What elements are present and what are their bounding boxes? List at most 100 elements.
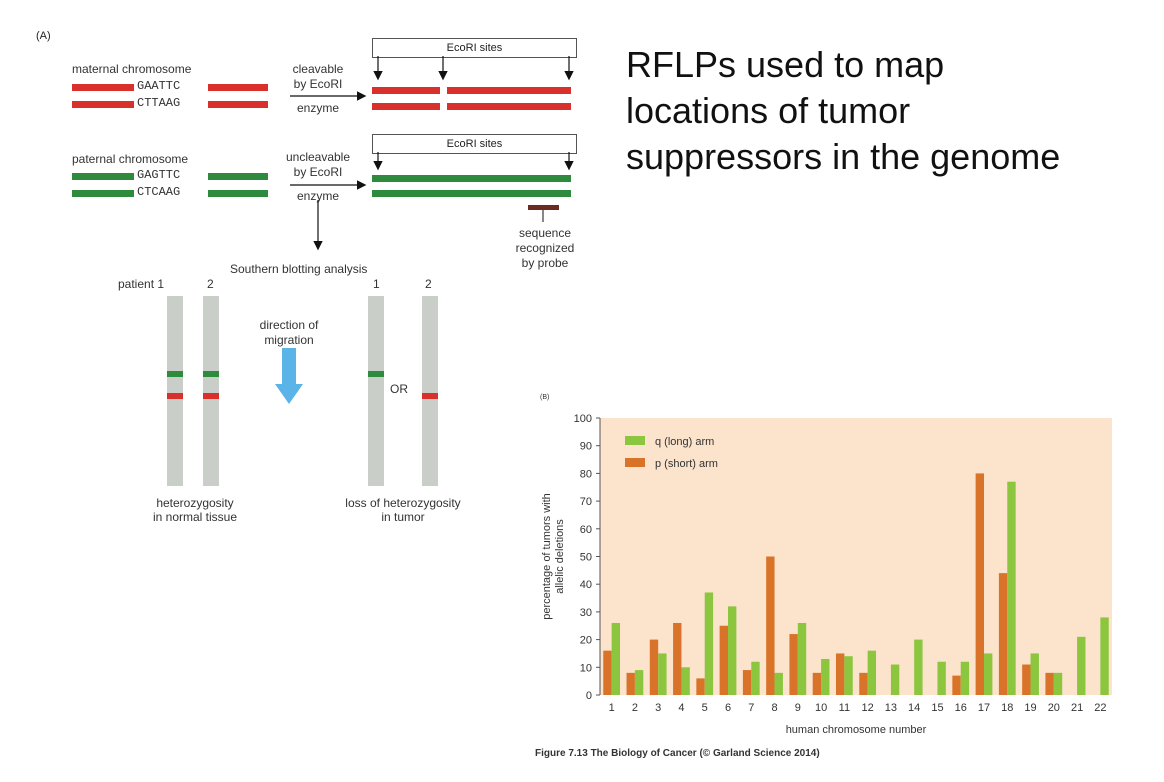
plot-background — [600, 418, 1112, 695]
bar-chr2-p-arm — [626, 672, 635, 695]
x-tick-label: 19 — [1024, 702, 1036, 714]
bar-chr1-q-arm — [611, 622, 621, 695]
bar-chr17-p-arm — [975, 473, 984, 695]
x-tick-label: 14 — [908, 702, 920, 714]
panel-b-label: (B) — [540, 394, 549, 401]
x-tick-label: 16 — [955, 702, 967, 714]
legend-swatch-0 — [625, 436, 645, 445]
paternal-enzyme-line2: by EcoRI — [293, 165, 343, 179]
figure-caption: Figure 7.13 The Biology of Cancer (© Gar… — [535, 748, 820, 759]
x-tick-label: 8 — [771, 702, 777, 714]
gel-lane-normal-1 — [167, 296, 183, 486]
bar-chr12-q-arm — [867, 650, 877, 695]
bar-chr22-q-arm — [1100, 617, 1109, 695]
bar-chr21-q-arm — [1077, 636, 1086, 695]
band-maternal-normal-2 — [203, 393, 219, 399]
ecori-sites-box-1: EcoRI sites — [372, 38, 577, 58]
bar-chr17-q-arm — [984, 653, 993, 695]
paternal-top-sequence: GAGTTC — [137, 168, 181, 182]
y-axis-label-line1: percentage of tumors with — [541, 493, 553, 620]
x-axis-label: human chromosome number — [786, 724, 927, 736]
y-tick-label: 60 — [580, 524, 592, 536]
gel-lane-tumor-2 — [422, 296, 438, 486]
x-tick-label: 1 — [609, 702, 615, 714]
x-tick-label: 5 — [702, 702, 708, 714]
y-tick-label: 100 — [574, 413, 592, 425]
x-tick-label: 4 — [678, 702, 684, 714]
x-tick-label: 10 — [815, 702, 827, 714]
x-tick-label: 2 — [632, 702, 638, 714]
bar-chr8-q-arm — [774, 672, 783, 695]
bar-chr5-p-arm — [696, 678, 705, 695]
bar-chr18-q-arm — [1007, 481, 1016, 695]
migration-label: direction of migration — [259, 318, 319, 347]
panel-a-label: (A) — [36, 30, 51, 42]
cut-fragment-d — [447, 103, 571, 110]
slide-title: RFLPs used to map locations of tumor sup… — [626, 44, 1061, 177]
x-tick-label: 12 — [862, 702, 874, 714]
y-tick-label: 50 — [580, 552, 592, 564]
paternal-strand-right — [208, 173, 268, 180]
bar-chr7-q-arm — [751, 661, 760, 695]
x-tick-label: 20 — [1048, 702, 1060, 714]
loh-label: loss of heterozygosity in tumor — [345, 496, 461, 524]
y-tick-label: 20 — [580, 635, 592, 647]
probe-label: sequence recognized by probe — [515, 226, 575, 270]
bar-chr3-q-arm — [658, 653, 667, 695]
paternal-strand-left — [72, 173, 134, 180]
y-tick-label: 30 — [580, 607, 592, 619]
y-tick-label: 80 — [580, 468, 592, 480]
x-tick-label: 21 — [1071, 702, 1083, 714]
migration-arrow-icon — [275, 348, 303, 404]
y-tick-label: 10 — [580, 662, 592, 674]
or-label: OR — [390, 382, 408, 396]
legend-label-0: q (long) arm — [655, 436, 714, 448]
southern-blotting-label: Southern blotting analysis — [230, 262, 368, 276]
bar-chr8-p-arm — [766, 556, 775, 695]
heterozygosity-label: heterozygosity in normal tissue — [152, 496, 238, 524]
uncut-fragment-b — [372, 190, 571, 197]
x-tick-label: 9 — [795, 702, 801, 714]
x-tick-label: 6 — [725, 702, 731, 714]
x-tick-label: 15 — [931, 702, 943, 714]
gel-lane-tumor-1 — [368, 296, 384, 486]
bar-chr10-q-arm — [821, 658, 830, 695]
bar-chr1-p-arm — [603, 650, 612, 695]
x-tick-label: 22 — [1094, 702, 1106, 714]
tumor-lane-2-label: 2 — [425, 277, 432, 291]
patient-2-label: 2 — [207, 277, 214, 291]
paternal-enzyme-line3: enzyme — [296, 189, 340, 203]
bar-chr6-p-arm — [719, 625, 728, 695]
paternal-chromosome-label: paternal chromosome — [72, 152, 189, 166]
bar-chr14-q-arm — [914, 639, 923, 695]
bar-chr7-p-arm — [742, 670, 752, 695]
paternal-enzyme-line1: uncleavable — [285, 150, 351, 164]
bar-chr4-q-arm — [681, 667, 690, 695]
maternal-top-sequence: GAATTC — [137, 79, 181, 93]
y-axis-label-line2: allelic deletions — [554, 519, 566, 594]
maternal-enzyme-line3: enzyme — [296, 101, 340, 115]
maternal-enzyme-line1: cleavable — [292, 62, 344, 76]
bar-chr2-q-arm — [634, 670, 644, 695]
bar-chr3-p-arm — [649, 639, 659, 695]
probe-sequence-bar — [528, 205, 559, 210]
maternal-strand-left — [72, 84, 134, 91]
cut-fragment-c — [372, 103, 440, 110]
band-paternal-tumor-1 — [368, 371, 384, 377]
band-maternal-tumor-2 — [422, 393, 438, 399]
maternal-strand-left-2 — [72, 101, 134, 108]
cut-fragment-b — [447, 87, 571, 94]
x-tick-label: 11 — [839, 702, 850, 714]
y-tick-label: 0 — [586, 690, 592, 702]
maternal-chromosome-label: maternal chromosome — [72, 62, 192, 76]
bar-chr16-q-arm — [960, 661, 970, 695]
uncut-fragment-a — [372, 175, 571, 182]
bar-chr20-p-arm — [1045, 672, 1054, 695]
paternal-strand-left-2 — [72, 190, 134, 197]
bar-chr11-p-arm — [835, 653, 845, 695]
band-paternal-normal-2 — [203, 371, 219, 377]
panel-a-diagram-lines — [275, 56, 574, 404]
band-paternal-normal-1 — [167, 371, 183, 377]
maternal-bottom-sequence: CTTAAG — [137, 96, 181, 110]
bar-chr18-p-arm — [998, 573, 1008, 695]
